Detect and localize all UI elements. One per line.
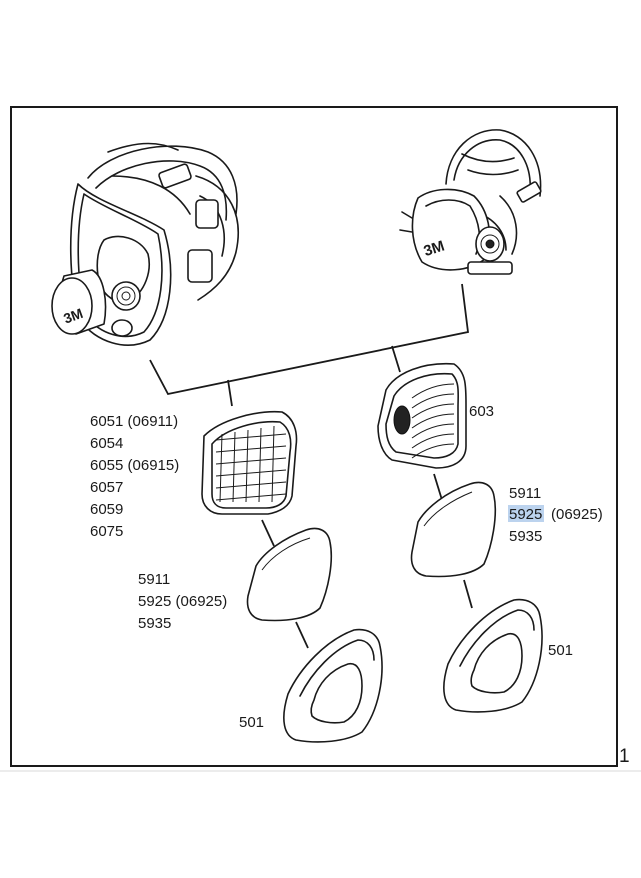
cartridge-grid — [215, 425, 287, 503]
cartridge-fin — [411, 433, 455, 449]
half-mask-illustration: 3M — [399, 129, 542, 275]
brand-logo-half-mask: 3M — [422, 237, 447, 260]
mask-connector-lines — [149, 283, 469, 407]
grid-line — [215, 457, 287, 465]
grid-line — [271, 425, 275, 503]
grid-line — [215, 445, 287, 453]
part-number: 5935 — [138, 615, 171, 632]
cartridge-fin — [411, 423, 455, 439]
part-number: 6054 — [90, 435, 123, 452]
page-number: 1 — [619, 746, 630, 767]
grid-line — [215, 493, 287, 501]
part-number: 6055 (06915) — [90, 457, 179, 474]
part-number: 5911 — [509, 485, 541, 502]
diagram-frame — [10, 106, 618, 767]
part-number: 6059 — [90, 501, 123, 518]
part-number-603: 603 — [469, 403, 494, 420]
cartridge-fin — [411, 443, 455, 459]
part-number: (06925) — [551, 506, 603, 523]
part-number: 5925 (06925) — [138, 593, 227, 610]
retainer-right-illustration — [443, 598, 543, 713]
part-number: 5911 — [138, 571, 170, 588]
part-number: 6075 — [90, 523, 123, 540]
full-face-mask-illustration: 3M — [51, 142, 239, 346]
retainer-left-illustration — [283, 628, 383, 743]
part-number-highlighted: 5925 — [509, 506, 542, 523]
brand-logo-full-face: 3M — [61, 305, 85, 327]
grid-line — [215, 469, 287, 477]
part-number: 6051 (06911) — [90, 413, 178, 430]
filter-part-numbers-left: 5911 5925 (06925) 5935 — [138, 571, 227, 632]
part-number-501-left: 501 — [239, 714, 264, 731]
grid-line — [232, 431, 236, 503]
grid-line — [245, 429, 249, 503]
part-number: 5935 — [509, 528, 542, 545]
part-number: 6057 — [90, 479, 123, 496]
grid-line — [219, 433, 223, 503]
cartridge-fin — [411, 383, 455, 399]
cartridge-fin — [411, 393, 455, 409]
cartridge-fin — [411, 403, 455, 419]
filter-pad-left-illustration — [246, 527, 333, 622]
cartridge-603-illustration — [377, 362, 467, 469]
part-number-501-right: 501 — [548, 642, 573, 659]
text-highlight — [508, 505, 544, 522]
grid-line — [215, 433, 287, 441]
grid-line — [258, 427, 262, 503]
filter-part-numbers-right: 5911 5925 (06925) 5935 — [508, 485, 603, 545]
cartridge-603-fins — [411, 383, 455, 459]
filter-pad-right-illustration — [410, 481, 497, 578]
cartridge-fin — [411, 413, 455, 429]
cartridge-part-numbers: 6051 (06911) 6054 6055 (06915) 6057 6059… — [90, 413, 179, 540]
part-connector-lines — [261, 473, 473, 649]
grid-line — [215, 481, 287, 489]
cartridge-6051-illustration — [201, 410, 298, 515]
